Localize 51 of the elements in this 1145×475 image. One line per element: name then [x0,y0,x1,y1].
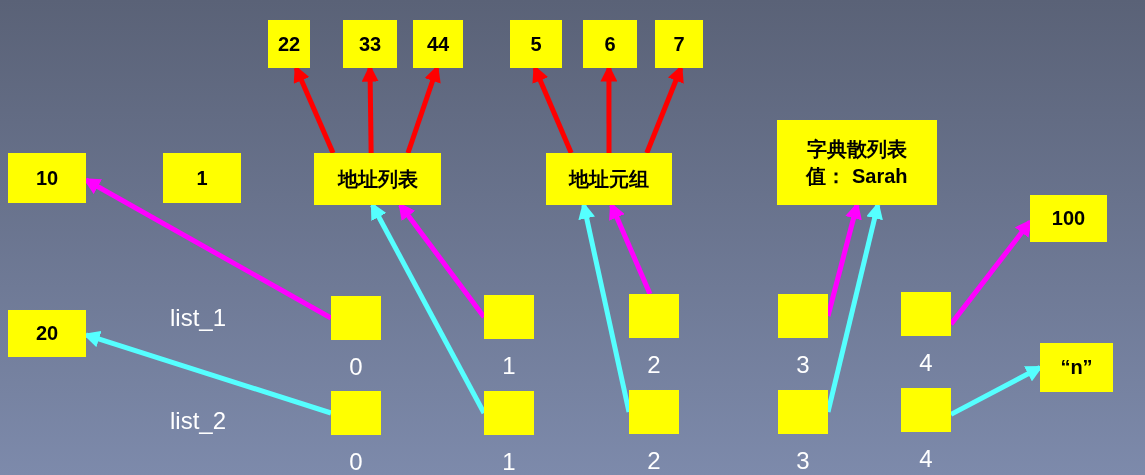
value-box [8,310,86,357]
pointer-box [331,296,381,340]
box-text: 值： Sarah [806,163,908,189]
box-text: 地址列表 [337,166,418,192]
pointer-box [901,388,951,432]
value-box [510,20,562,68]
value-box [1040,343,1113,392]
variable-name: list_1 [170,306,227,330]
box-text: 22 [277,31,301,57]
value-box [8,153,86,203]
box-text: 33 [358,31,382,57]
box-text: 地址元组 [569,166,649,192]
value-box [413,20,463,68]
pointer-box [629,294,679,338]
index-number: 3 [795,353,811,377]
box-text: 44 [426,31,450,57]
pointer-box [484,391,534,435]
variable-name: list_2 [170,409,227,433]
value-box [1030,195,1107,242]
pointer-box [484,295,534,339]
index-number: 4 [918,447,934,471]
box-text: “n” [1060,355,1093,380]
pointer-box [331,391,381,435]
pointer-box [778,390,828,434]
index-number: 1 [501,450,517,474]
value-box [268,20,310,68]
index-number: 2 [646,449,662,473]
index-number: 4 [918,351,934,375]
box-text: 1 [196,165,208,191]
pointer-box [778,294,828,338]
box-text: 6 [604,31,616,57]
value-box [546,153,672,205]
box-text: 字典散列表 [807,136,907,162]
value-box [314,153,441,205]
box-text: 10 [35,165,59,191]
value-box [655,20,703,68]
value-box [777,120,937,205]
index-number: 1 [501,354,517,378]
index-number: 3 [795,449,811,473]
pointer-box [629,390,679,434]
box-text: 7 [673,31,685,57]
index-number: 0 [348,450,364,474]
value-box [343,20,397,68]
box-text: 5 [530,31,542,57]
value-box [583,20,637,68]
box-text: 100 [1051,206,1086,231]
value-box [163,153,241,203]
index-number: 0 [348,355,364,379]
pointer-box [901,292,951,336]
index-number: 2 [646,353,662,377]
box-text: 20 [35,321,59,346]
